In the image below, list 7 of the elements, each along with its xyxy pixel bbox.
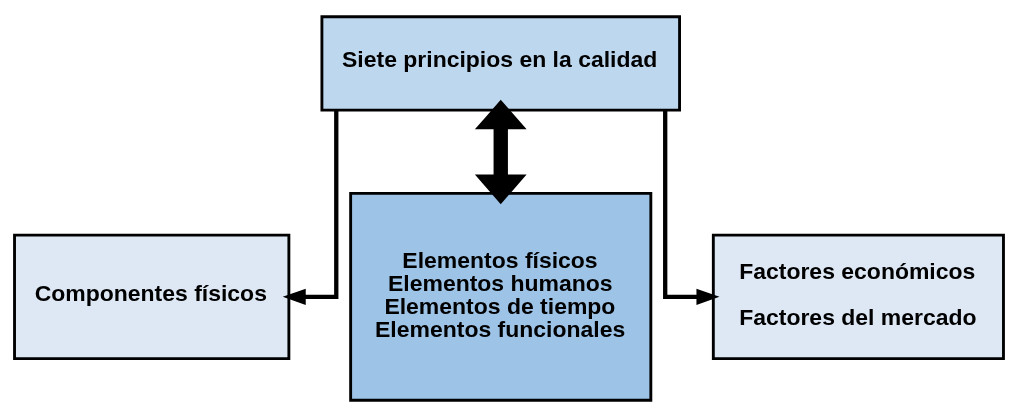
- node-box: Componentes físicos: [13, 233, 291, 361]
- node-box: Elementos físicos Elementos humanos Elementos de tiempo Elementos funcionales: [349, 192, 653, 402]
- node-box: Factores económicos Factores del mercado: [711, 233, 1005, 361]
- arrow: [663, 110, 720, 305]
- arrow: [474, 99, 527, 205]
- node-box: Siete principios en la calidad: [320, 15, 681, 112]
- arrow: [282, 110, 339, 305]
